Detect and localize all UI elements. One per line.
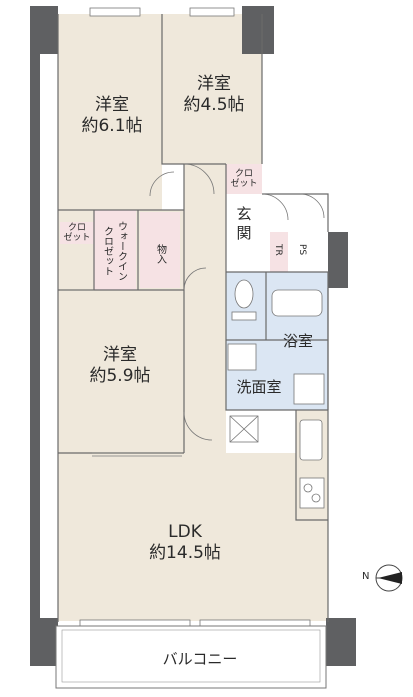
western-room-1-label: 洋室 約6.1帖: [64, 95, 160, 138]
balcony-label: バルコニー: [162, 650, 238, 668]
ps-label: PS: [296, 244, 307, 256]
storage-area: [140, 212, 180, 288]
walk-in-label-1: ウォークイン: [115, 221, 127, 281]
room-name: 洋室: [197, 74, 231, 94]
window-bottom-1: [79, 619, 191, 627]
western-room-3-label: 洋室 約5.9帖: [64, 345, 176, 388]
hatch-cross: [229, 415, 259, 443]
column-right: [328, 232, 348, 288]
western-room-2-label: 洋室 約4.5帖: [166, 74, 262, 117]
walk-in-label-2: クロゼット: [101, 226, 113, 276]
ldk-area: [58, 453, 328, 621]
closet-left-area: [60, 222, 94, 244]
column-bottom-right: [326, 618, 356, 666]
storage-label: 物入: [154, 244, 166, 264]
western-room-3-area: [58, 290, 184, 453]
toilet: [234, 279, 254, 309]
closet-top-label: クロ ゼット: [230, 169, 258, 189]
window-top-1: [89, 7, 141, 17]
western-room-1-area: [58, 14, 162, 210]
room-name: 洋室: [95, 95, 129, 115]
closet-top-area: [226, 164, 262, 194]
washroom-label: 洗面室: [236, 378, 282, 396]
balcony-area: [55, 625, 327, 689]
washing-machine-space: [293, 373, 325, 405]
closet-left-label: クロ ゼット: [63, 223, 91, 243]
bathroom-label: 浴室: [282, 332, 313, 350]
compass-needle: [378, 572, 402, 584]
tr-area: [270, 232, 288, 272]
room-name: LDK: [168, 522, 202, 542]
entrance-label: 玄 関: [236, 205, 252, 242]
window-bottom-2: [199, 619, 311, 627]
washbasin: [227, 343, 257, 371]
column-top-right: [242, 6, 274, 54]
bathtub: [271, 289, 323, 317]
room-size: 約6.1帖: [81, 116, 143, 137]
walk-in-closet-area: [94, 210, 136, 290]
kitchen-sink: [299, 419, 323, 461]
room-name: 洋室: [103, 345, 137, 365]
window-top-2: [189, 7, 235, 17]
tr-label: TR: [272, 244, 283, 256]
west-wall: [30, 54, 40, 622]
hatch: [229, 415, 259, 443]
ldk-label: LDK 約14.5帖: [120, 522, 250, 565]
burner-2: [311, 493, 321, 503]
toilet-tank: [231, 311, 257, 321]
sliding-doors: [60, 289, 182, 457]
column-top-left: [30, 6, 58, 54]
room-size: 約14.5帖: [149, 543, 221, 564]
stove: [299, 477, 325, 509]
burner-1: [303, 483, 313, 493]
balcony-inner: [61, 629, 321, 683]
room-size: 約5.9帖: [89, 366, 151, 387]
column-bottom-left: [30, 618, 58, 666]
north-label: N: [362, 571, 370, 582]
hallway-area: [184, 164, 226, 454]
room-size: 約4.5帖: [183, 95, 245, 116]
door-swings: [149, 163, 325, 441]
